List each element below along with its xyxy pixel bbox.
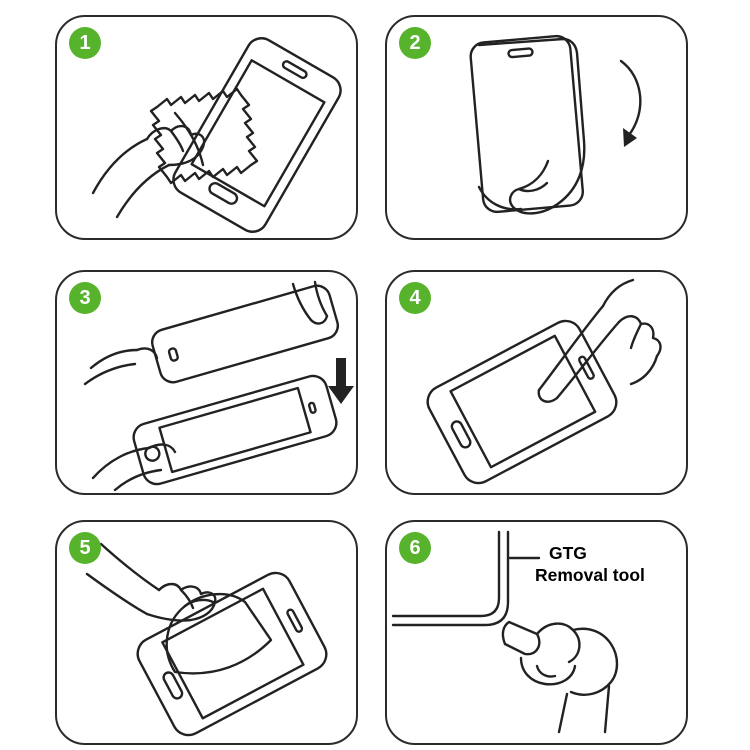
curled-film — [165, 592, 273, 675]
phone-outline — [136, 571, 328, 737]
hand-holding-cloth — [91, 124, 206, 219]
removal-tool-label-line2: Removal tool — [535, 565, 645, 585]
hand-left — [83, 347, 159, 386]
removal-tool-pick — [501, 620, 541, 656]
step-3-number-badge: 3 — [69, 282, 101, 314]
step-6-number-badge: 6 — [399, 532, 431, 564]
hand-bottom-left — [91, 443, 177, 492]
step-5-number-badge: 5 — [69, 532, 101, 564]
removal-tool-illustration — [391, 530, 619, 734]
cleaning-cloth — [149, 87, 259, 185]
phone-outline — [132, 374, 338, 486]
removal-tool-label: GTG Removal tool — [535, 542, 645, 586]
curved-down-arrow — [619, 59, 642, 147]
peeling-hand — [85, 542, 217, 622]
glass-corner-edge — [391, 530, 510, 627]
phone-outline — [172, 37, 342, 233]
peel-backing-film-illustration — [469, 34, 642, 215]
peeling-film — [477, 37, 586, 215]
removal-tool-label-line1: GTG — [549, 543, 587, 563]
step-panel-6: 6 GTG Removal tool — [385, 520, 688, 745]
press-screen-illustration — [426, 278, 662, 485]
step-panel-5: 5 — [55, 520, 358, 745]
step-panel-4: 4 — [385, 270, 688, 495]
glass-protector-outline — [469, 34, 584, 214]
pressing-hand — [537, 278, 662, 403]
step-panel-3: 3 — [55, 270, 358, 495]
down-arrow — [328, 358, 354, 404]
align-glass-illustration — [83, 280, 354, 492]
wipe-phone-illustration — [91, 37, 342, 233]
glass-protector-outline — [151, 284, 339, 384]
step-panel-1: 1 — [55, 15, 358, 240]
step-panel-2: 2 — [385, 15, 688, 240]
phone-outline — [426, 319, 618, 485]
cloth-fold-line — [173, 111, 205, 167]
step-4-number-badge: 4 — [399, 282, 431, 314]
hand-top-right — [291, 280, 329, 325]
step-2-number-badge: 2 — [399, 27, 431, 59]
peel-top-layer-illustration — [85, 542, 328, 737]
pinching-fingers — [519, 622, 619, 734]
step-1-number-badge: 1 — [69, 27, 101, 59]
